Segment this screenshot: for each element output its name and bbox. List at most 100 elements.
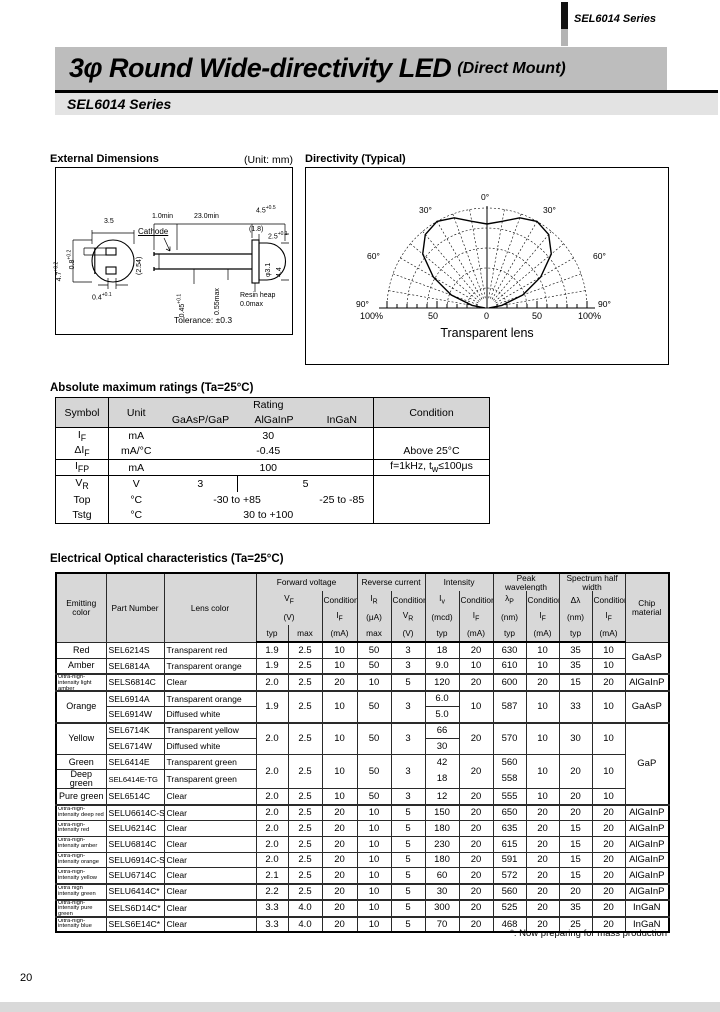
ir-max: 10 — [356, 851, 392, 869]
vf-max: 2.5 — [287, 851, 323, 869]
cond-if: 20 — [591, 835, 626, 853]
part-number: SELU6214C — [105, 820, 165, 837]
page-title: 3φ Round Wide-directivity LED — [69, 53, 452, 83]
unit-nm: (nm) — [558, 608, 593, 626]
vf-typ: 1.9 — [255, 657, 289, 675]
chip-material: AlGaInP — [624, 867, 670, 885]
dimension-drawing — [72, 223, 289, 292]
cond-if: 20 — [458, 641, 494, 659]
table-row: Deep green SEL6414E-TG Transparent green… — [55, 769, 669, 790]
title-banner: 3φ Round Wide-directivity LED (Direct Mo… — [55, 47, 667, 90]
lp-typ: 610 — [492, 657, 527, 675]
dl-typ: 30 — [558, 722, 593, 755]
group-intensity: Intensity — [424, 573, 494, 592]
vf-typ: 3.3 — [255, 899, 289, 918]
cond-if: 20 — [591, 883, 626, 901]
dl-typ: 20 — [558, 753, 593, 790]
mm-max: max — [287, 625, 323, 644]
angle-label-60-left: 60° — [367, 251, 380, 261]
cond-vr: 5 — [390, 820, 426, 837]
emitting-color: Ultra high intensity green — [55, 883, 107, 901]
vf-max: 2.5 — [287, 722, 323, 755]
unit: V — [132, 477, 140, 490]
vf-typ: 2.0 — [255, 804, 289, 822]
dim-lead-thickness: 0.45+0.1 — [176, 293, 186, 318]
lens-color: Clear — [163, 835, 257, 853]
emitting-color-label: Ultra-high-intensity deep red — [58, 807, 104, 818]
page-title-suffix: (Direct Mount) — [457, 59, 566, 77]
cond-if: 20 — [321, 835, 358, 853]
ir-max: 50 — [356, 753, 392, 790]
angle-label-30-left: 30° — [419, 205, 432, 215]
lp-typ: 591 — [492, 851, 527, 869]
cond-if: 10 — [321, 788, 358, 806]
emitting-color: Amber — [55, 657, 107, 675]
subtitle-strip: SEL6014 Series — [55, 93, 718, 115]
polar-axes — [379, 206, 595, 309]
table-row: SEL6914W Diffused white 5.0 — [56, 706, 669, 724]
part-number: SEL6414E-TG — [105, 769, 165, 790]
mm-typ: typ — [558, 625, 593, 644]
ir-max: 10 — [356, 899, 392, 918]
scale-0: 0 — [484, 311, 490, 321]
table-row: Red SEL6214S Transparent red 1.9 2.5 10 … — [55, 641, 670, 675]
ir-max: 50 — [356, 657, 392, 675]
dim-body-height: 4.7+0.2 — [53, 261, 63, 282]
cond-vr: 3 — [390, 641, 426, 659]
dim-lead-width: 0.4+0.1 — [92, 292, 112, 302]
unit-mcd: (mcd) — [424, 608, 460, 626]
lens-color: Clear — [163, 883, 257, 901]
emitting-color-label: Ultra-high-intensity pure green — [58, 900, 93, 916]
lens-caption: Transparent lens — [440, 326, 534, 340]
external-dimensions-figure: 3.5 0.8+0.2 4.7+0.2 0.4+0.1 Cathode 1.0m… — [53, 167, 293, 335]
dim-front-width: 3.5 — [104, 218, 114, 225]
cond-if: 20 — [591, 851, 626, 869]
dim-body-min: 23.0min — [194, 213, 219, 220]
abs-max-table: Symbol Unit Rating Condition GaAsP/GaP A… — [55, 397, 490, 524]
unit: °C — [130, 509, 143, 522]
chip-material: AlGaInP — [624, 883, 670, 901]
angle-label-0: 0° — [481, 192, 490, 202]
ir-max: 50 — [356, 788, 392, 806]
cond-vr: 5 — [390, 883, 426, 901]
lp-typ: 615 — [492, 835, 527, 853]
iv-typ: 60 — [424, 867, 460, 885]
part-number: SEL6714W — [105, 737, 165, 755]
front-view — [91, 239, 135, 283]
vf-max: 2.5 — [287, 753, 323, 790]
angle-label-90-left: 90° — [356, 299, 369, 309]
lens-color: Clear — [163, 804, 257, 822]
ir-max: 50 — [356, 641, 392, 659]
emitting-color: Ultra-high-intensity deep red — [55, 804, 107, 822]
cond-if: 20 — [525, 916, 560, 933]
cond-if: 20 — [458, 820, 494, 837]
directivity-figure: 0° 30° 30° 60° 60° 90° 90° 100% 50 0 50 … — [305, 167, 669, 365]
chip-material: AlGaInP — [624, 851, 670, 869]
col-chip-material: Chip material — [624, 573, 670, 643]
table-row: Ultra-high-intensity light amber SELS681… — [55, 673, 670, 692]
dim-lead-height: 0.8+0.2 — [66, 249, 76, 270]
vf-max: 2.5 — [287, 690, 323, 724]
side-view — [153, 239, 286, 284]
emitting-color-label: Ultra-high-intensity yellow — [58, 869, 97, 881]
dim-tip-length: 4.5+0.5 — [256, 205, 276, 215]
table-row: IFP mA 100 f=1kHz, tw≤100μs — [55, 459, 490, 476]
table-row: Symbol Unit Rating Condition — [55, 397, 490, 428]
lp-typ: 555 — [492, 788, 527, 806]
page-edge-tick-gray — [561, 29, 568, 46]
iv-typ: 42 — [424, 753, 460, 770]
lp-typ: 587 — [492, 690, 527, 724]
table-row: VF Condition IR Condition Iv Condition λ… — [56, 591, 669, 609]
rating-gaasp-algainp: -30 to +85 — [213, 493, 261, 506]
mm-max: max — [356, 625, 392, 644]
vf-max: 2.5 — [287, 673, 323, 692]
polar-grid-spokes — [388, 209, 586, 307]
cond-if: 20 — [458, 867, 494, 885]
lens-color: Clear — [163, 916, 257, 933]
col-algainp: AlGaInP — [237, 412, 311, 428]
vf-max: 2.5 — [287, 867, 323, 885]
emitting-color: Ultra-high-intensity light amber — [55, 673, 107, 692]
table-row: Ultra-high-intensity orange SELU6914C-S*… — [55, 851, 670, 869]
cond-if: 20 — [458, 673, 494, 692]
cond-if: 10 — [321, 657, 358, 675]
